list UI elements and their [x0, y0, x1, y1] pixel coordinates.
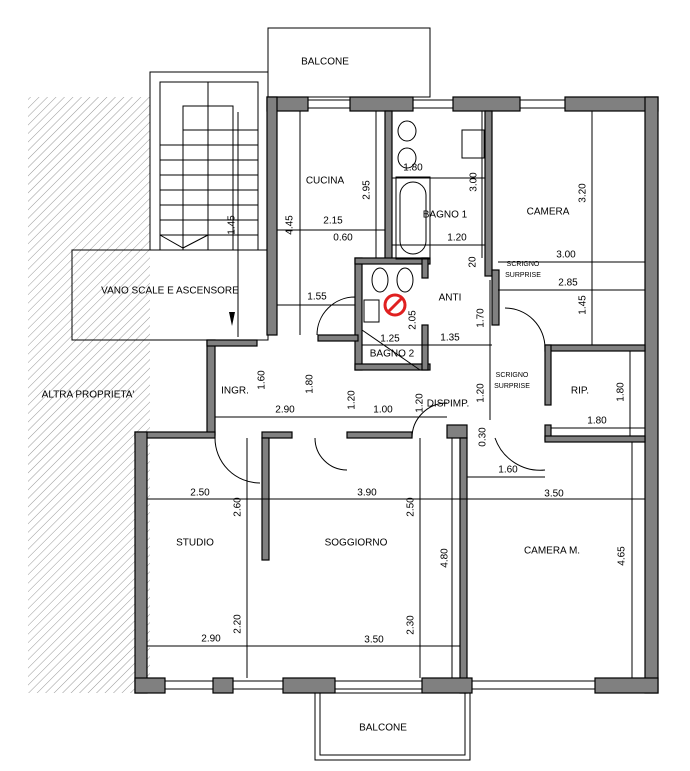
no-entry-symbol-icon — [383, 293, 407, 317]
room-label-vano-scale: VANO SCALE E ASCENSORE — [101, 286, 239, 297]
dim-label: 2.50 — [406, 497, 417, 517]
dim-label: 1.00 — [373, 405, 393, 416]
room-label-ripostiglio: RIP. — [571, 386, 589, 397]
door-label-scrigno-1: SCRIGNO — [507, 261, 540, 268]
dim-label: 2.50 — [190, 488, 210, 499]
room-label-disimpegno: DISPIMP. — [427, 399, 470, 410]
dimension-labels: 2.15 0.60 1.55 1.80 1.20 3.00 2.85 1.25 … — [190, 163, 627, 646]
label-altra-proprieta: ALTRA PROPRIETA' — [42, 390, 135, 401]
dim-label: 0.30 — [478, 427, 489, 447]
dimension-lines — [147, 111, 645, 678]
staircase — [149, 71, 269, 337]
dim-label: 3.50 — [364, 635, 384, 646]
room-label-bagno2: BAGNO 2 — [370, 349, 415, 360]
dim-label: 4.45 — [285, 215, 296, 235]
dim-label: 1.20 — [447, 233, 467, 244]
other-property-hatch — [28, 97, 150, 693]
dim-label: 1.80 — [305, 374, 316, 394]
dim-label: 1.35 — [440, 333, 460, 344]
room-label-cucina: CUCINA — [306, 176, 345, 187]
balcony-top — [267, 27, 431, 98]
dim-label: 3.00 — [469, 172, 480, 192]
room-label-camera: CAMERA — [527, 207, 570, 218]
dim-label: 2.85 — [558, 278, 578, 289]
door-label-surprise-2: SURPRISE — [494, 383, 530, 390]
dim-label: 4.65 — [617, 546, 628, 566]
dim-label: 3.90 — [357, 488, 377, 499]
dim-label: 1.20 — [347, 390, 358, 410]
dim-label: 2.95 — [362, 180, 373, 200]
dim-label: 2.90 — [201, 634, 221, 645]
dim-label: 20 — [468, 256, 479, 268]
room-label-soggiorno: SOGGIORNO — [325, 538, 388, 549]
dim-label: 1.70 — [476, 308, 487, 328]
dim-label: 1.25 — [380, 334, 400, 345]
sanitary-fixtures — [361, 120, 485, 371]
room-label-bagno1: BAGNO 1 — [423, 210, 468, 221]
room-label-balcone-top: BALCONE — [301, 57, 349, 68]
dim-label: 2.30 — [406, 615, 417, 635]
room-label-camera-m: CAMERA M. — [524, 546, 580, 557]
dim-label: 2.05 — [408, 310, 419, 330]
room-label-balcone-bottom: BALCONE — [359, 723, 407, 734]
dim-label: 4.80 — [440, 548, 451, 568]
room-label-anti: ANTI — [439, 293, 462, 304]
room-label-ingresso: INGR. — [221, 386, 249, 397]
dim-label: 1.20 — [476, 383, 487, 403]
door-label-surprise-1: SURPRISE — [505, 272, 541, 279]
dim-label: 1.80 — [403, 163, 423, 174]
dim-label: 2.90 — [275, 405, 295, 416]
dim-label: 2.15 — [323, 216, 343, 227]
dim-label: 1.45 — [578, 295, 589, 315]
dim-label: 1.20 — [415, 393, 426, 413]
dim-label: 2.20 — [233, 614, 244, 634]
dim-label: 1.60 — [498, 465, 518, 476]
dim-label: 3.50 — [544, 489, 564, 500]
dim-label: 3.00 — [556, 250, 576, 261]
dim-label: 3.20 — [578, 183, 589, 203]
dim-label: 1.80 — [616, 382, 627, 402]
walls — [134, 96, 659, 694]
dim-label: 1.45 — [227, 215, 238, 235]
dim-label: 1.80 — [587, 416, 607, 427]
dim-label: 1.55 — [307, 292, 327, 303]
dim-label: 2.60 — [233, 497, 244, 517]
windows — [164, 99, 596, 690]
dim-label: 0.60 — [333, 233, 353, 244]
door-swings — [214, 296, 546, 484]
door-label-scrigno-2: SCRIGNO — [496, 372, 529, 379]
room-label-studio: STUDIO — [176, 538, 214, 549]
dim-label: 1.60 — [257, 370, 268, 390]
